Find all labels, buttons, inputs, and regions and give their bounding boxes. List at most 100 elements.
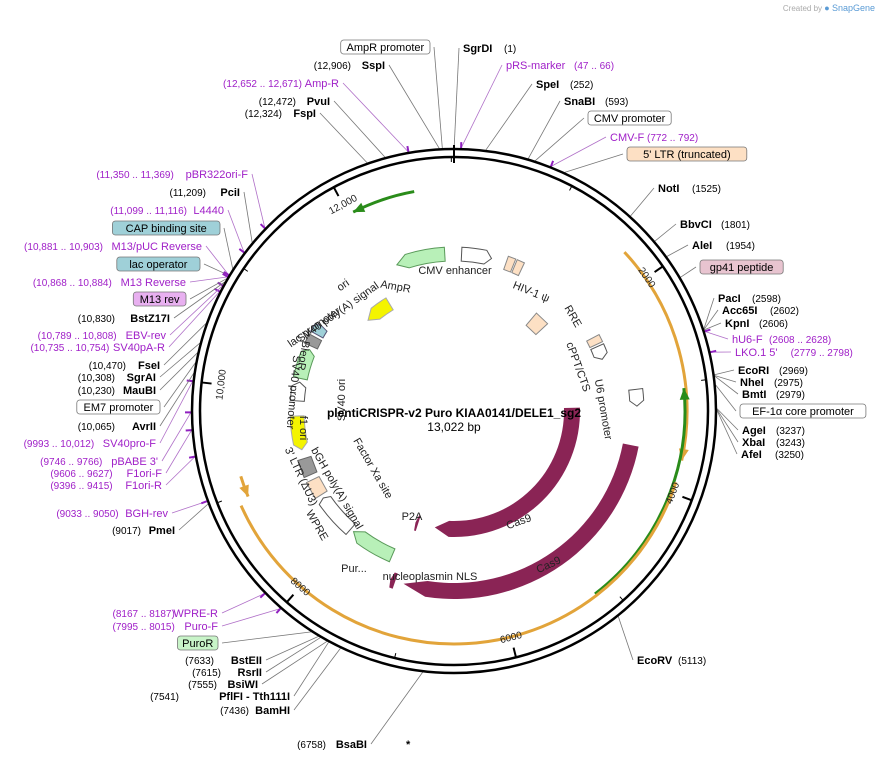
primer-tick [704,328,711,333]
site-coord: (10,735 .. 10,754) [30,343,109,354]
ruler-tick [654,265,664,273]
nls-mark [389,572,398,589]
site-label: BstEII (7633) [185,655,262,667]
inner-feature-label: cPPT/CTS [563,341,592,394]
ruler-minor-tick [216,500,223,504]
site-coord: (12,472) [259,97,296,108]
leader-lines [159,46,739,745]
plasmid-length: 13,022 bp [427,420,481,434]
site-coord: (10,868 .. 10,884) [33,278,112,289]
leader-line [223,227,234,269]
leader-line [165,429,193,474]
inner-feature-label: Pur... [341,563,367,575]
site-name: PflFI - Tth111I [219,691,290,703]
site-name: hU6-F [732,334,763,346]
site-name: BGH-rev [125,508,168,520]
site-coord: (5113) [678,656,706,667]
leader-line [704,330,729,340]
leader-line [178,503,209,531]
site-coord: (1) [504,44,516,55]
leader-line [265,636,319,661]
site-label: EM7 promoter [76,399,161,415]
site-label-box [116,256,201,272]
orange-arc-long [239,481,678,646]
ruler-tick-label: 12,000 [327,193,360,217]
green-arc-ef1a-head [679,388,690,400]
leader-line [703,309,719,330]
ltr-box [511,259,526,277]
site-label: EBV-rev(10,789 .. 10,808) [38,330,167,342]
cas9-arrow-inner [434,407,580,537]
site-coord: (6758) [297,740,326,751]
credit-created-by: Created by [782,4,823,13]
site-label: FseI(10,470) [89,360,160,372]
site-name: FspI [293,108,316,120]
site-label: LKO.1 5'(2779 .. 2798) [735,347,853,359]
site-label: SV40pA-R(10,735 .. 10,754) [30,342,165,354]
f1-ori-arrow [289,415,308,451]
primer-tick [213,287,221,293]
site-label: AfeI(3250) [741,449,804,461]
leader-line [714,369,735,376]
primer-tick [259,223,266,229]
inner-feature-label: U6 promoter [592,378,614,441]
leader-line [716,408,739,431]
site-coord: (7995 .. 8015) [113,622,175,633]
leader-line [168,291,221,348]
site-coord: (7633) [185,656,214,667]
site-coord: (3243) [776,438,805,449]
feature-arcs [239,190,690,646]
site-name: AmpR promoter [347,42,425,54]
primer-tick [549,160,555,167]
site-label: BsiWI(7555) [188,679,258,691]
site-coord: (2606) [759,319,788,330]
site-label: SspI(12,906) [314,60,385,72]
site-coord: (9606 .. 9627) [50,469,112,480]
site-name: WPRE-R [173,608,218,620]
site-name: KpnI [725,318,749,330]
leader-line [703,297,715,330]
site-label: PflFI - Tth111I(7541) [150,691,290,703]
leader-line [617,616,634,661]
site-coord: (9746 .. 9766) [40,457,102,468]
site-label-box [177,635,219,651]
site-label: PvuI (12,472) [259,96,330,108]
site-name: EcoRI [738,365,769,377]
site-coord: (3250) [775,450,804,461]
inner-feature-label: SV40 ori [336,379,348,421]
bgh-box [297,455,318,479]
site-name: Puro-F [184,621,218,633]
sv40-promoter-arrow [289,381,307,402]
green-arc-ef1a [594,387,687,596]
leader-line [163,323,207,366]
leader-line [630,187,655,217]
site-name: SpeI [536,79,559,91]
site-coord: (9017) [112,526,141,537]
leader-line [485,83,533,151]
inner-feature-label: ori [335,277,352,294]
site-coord: (11,350 .. 11,369) [96,170,173,181]
site-name: BsiWI [227,679,258,691]
site-coord: (2608 .. 2628) [769,335,831,346]
leader-line [666,244,689,257]
site-name: SV40pro-F [103,438,156,450]
site-name: pRS-marker [506,60,566,72]
site-name: NheI [740,377,764,389]
site-name: BamHI [255,705,290,717]
site-name: PvuI [307,96,330,108]
site-label: M13 rev [132,291,187,307]
leader-line [189,278,227,300]
leader-line [342,82,409,153]
wpre-arrow [318,496,356,536]
site-name: CAP binding site [126,223,207,235]
ruler-minor-tick [619,596,624,601]
site-coord: (10,230) [78,386,115,397]
site-name: EcoRV [637,655,673,667]
site-name: BstEII [231,655,262,667]
site-label: NheI(2975) [740,377,803,389]
site-coord: (1525) [692,184,721,195]
sv40pa-box [304,333,323,350]
leader-line [460,64,503,149]
ruler-tick-label: 6000 [499,630,524,646]
site-label: WPRE-R(8167 .. 8187) [113,608,219,620]
